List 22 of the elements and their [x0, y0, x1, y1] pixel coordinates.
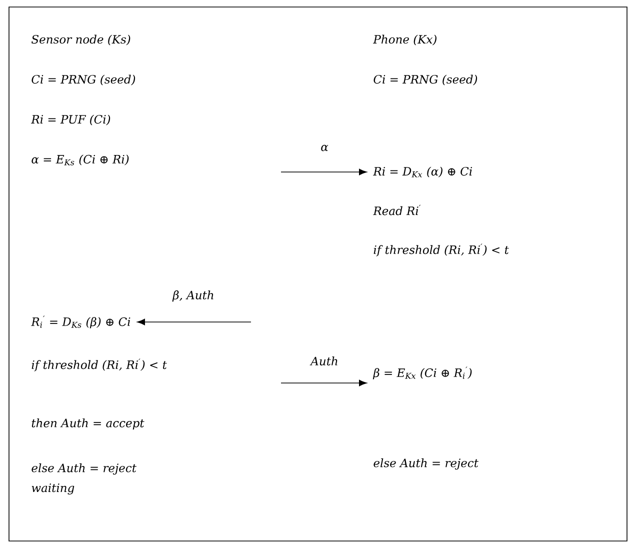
arrow	[280, 380, 367, 386]
text-line: β = E$_{Kx}$ (Ci ⊕ R$_{i}$$^{′}$)	[372, 366, 472, 380]
text-line: waiting	[32, 484, 74, 495]
text-line: else Auth = reject	[374, 458, 478, 470]
text-line: R$_{i}$$^{′}$ = D$_{Ks}$ (β) ⊕ Ci	[31, 316, 130, 328]
text-line: Ci = PRNG (seed)	[32, 74, 136, 86]
text-line: if threshold (Ri, Ri$^{′}$) < t	[374, 244, 509, 256]
text-line: Ri = PUF (Ci)	[31, 114, 110, 126]
text-line: then Auth = accept	[32, 418, 144, 430]
text-line: Phone (Kx)	[373, 34, 436, 46]
arrow	[137, 318, 252, 326]
text-line: else Auth = reject	[32, 463, 136, 475]
edge-label: α	[320, 144, 330, 152]
arrow	[280, 168, 367, 176]
text-line: Ci = PRNG (seed)	[374, 74, 478, 86]
text-line: if threshold (Ri, Ri$^{′}$) < t	[32, 358, 167, 372]
text-line: Ri = D$_{Kx}$ (α) ⊕ Ci	[373, 166, 472, 178]
text-line: Sensor node (Ks)	[32, 34, 130, 46]
edge-label: Auth	[310, 356, 340, 366]
text-line: Read Ri$^{′}$	[373, 204, 421, 216]
edge-label: β, Auth	[172, 289, 216, 303]
text-line: α = E$_{Ks}$ (Ci ⊕ Ri)	[32, 154, 129, 166]
